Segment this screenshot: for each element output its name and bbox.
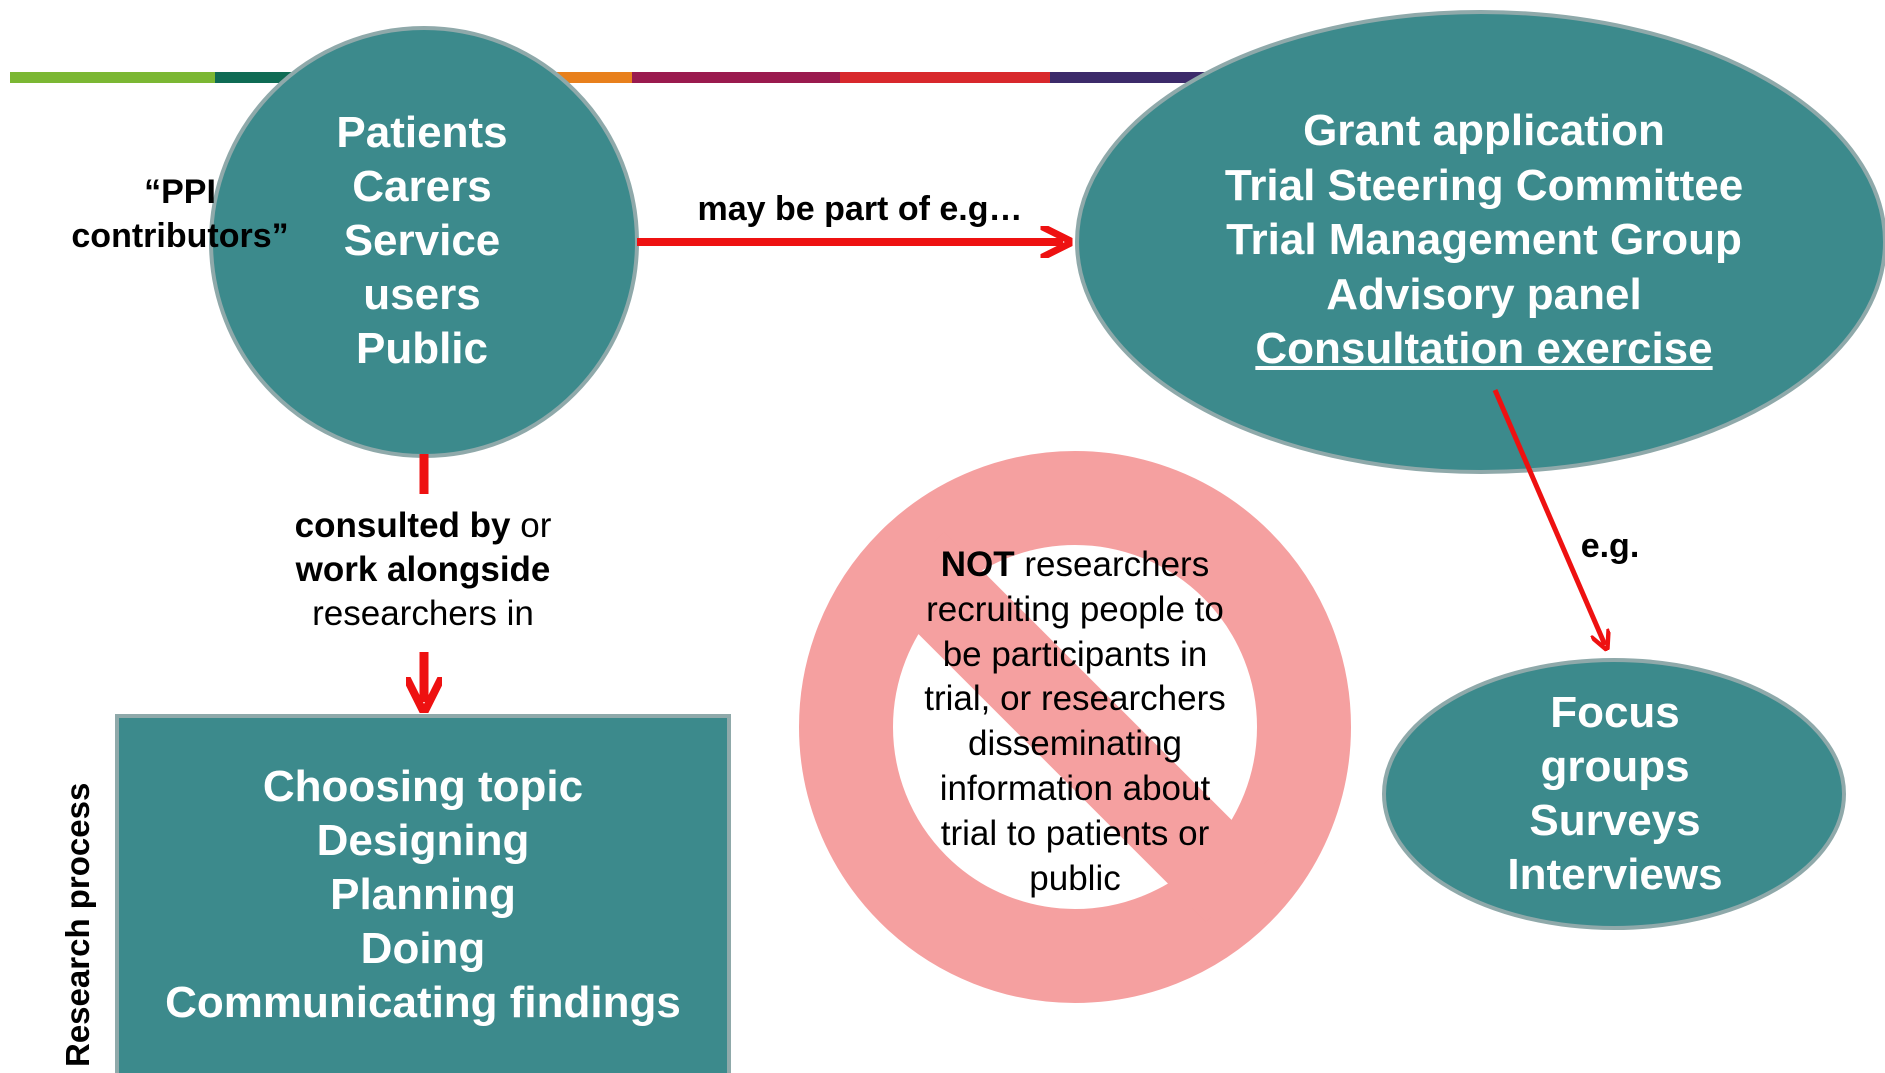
groups-node-line: Trial Management Group (1226, 215, 1742, 264)
process-box-shape (115, 714, 731, 1073)
stripe-segment-orange (550, 72, 632, 83)
or-text: or (510, 506, 552, 545)
methods-node: Focus groups Surveys Interviews (1380, 686, 1850, 902)
not-word: NOT (940, 545, 1015, 584)
research-process-label: Research process (59, 782, 96, 1067)
methods-node-shape (1382, 658, 1846, 930)
groups-node-line: Trial Steering Committee (1224, 160, 1744, 210)
not-sign-line: trial, or researchers (924, 679, 1226, 719)
patients-node-line: users (363, 270, 481, 319)
methods-node-line: groups (1540, 742, 1690, 791)
not-sign-line: information about (939, 768, 1211, 808)
color-stripe (10, 72, 1210, 83)
methods-node-line: Focus (1550, 688, 1680, 737)
methods-node-line: Interviews (1507, 850, 1723, 899)
groups-node-line: Grant application (1303, 106, 1665, 155)
patients-node-line: Patients (336, 108, 508, 157)
not-sign-line: public (1029, 858, 1121, 898)
not-sign-line: be participants in (942, 634, 1208, 674)
groups-node: Grant application Trial Steering Committ… (1074, 104, 1885, 377)
process-step-line: Doing (360, 924, 486, 973)
ppi-label-line: contributors” (71, 217, 289, 255)
no-sign-slash (880, 532, 1270, 922)
process-step-line: Designing (316, 816, 530, 865)
research-process-box: Choosing topic Designing Planning Doing … (116, 760, 730, 1030)
not-sign-line: disseminating (968, 724, 1182, 764)
methods-node-line: Surveys (1529, 796, 1701, 845)
process-step-line: Planning (330, 870, 516, 919)
not-sign-line-rest: researchers (1014, 545, 1210, 584)
no-sign-icon (799, 451, 1351, 1003)
stripe-segment-green (10, 72, 215, 83)
arrow-eg (1492, 389, 1605, 645)
not-sign-line: NOT researchers (880, 543, 1270, 588)
groups-node-shape (1075, 10, 1885, 474)
not-sign-line: trial to patients or (940, 813, 1210, 853)
ppi-contributors-label: “PPI contributors” (50, 170, 310, 258)
researchers-in-text: researchers in (312, 594, 534, 633)
consultation-exercise-line: Consultation exercise (1255, 324, 1713, 373)
groups-node-line: Advisory panel (1326, 269, 1642, 319)
process-step-line: Communicating findings (165, 978, 681, 1027)
patients-node-line: Carers (352, 162, 492, 211)
work-alongside-text: work alongside (295, 550, 551, 589)
patients-node-line: Public (355, 324, 489, 373)
stripe-segment-indigo (1050, 72, 1210, 83)
not-sign-text: NOT researchers recruiting people to be … (880, 543, 1270, 901)
stripe-segment-red (840, 72, 1050, 83)
eg-label: e.g. (1580, 527, 1640, 565)
may-be-part-of-label: may be part of e.g… (697, 190, 1023, 228)
no-sign-ring (799, 451, 1351, 1003)
patients-node: Patients Carers Service users Public (212, 106, 632, 376)
consulted-label-line: consulted by or (243, 504, 603, 548)
consulted-by-label: consulted by or work alongside researche… (243, 504, 603, 636)
not-sign-line: recruiting people to (926, 589, 1224, 629)
ppi-label-line: “PPI (144, 173, 216, 211)
process-step-line: Choosing topic (262, 762, 584, 811)
patients-node-line: Service (343, 216, 501, 265)
stripe-segment-plum (632, 72, 840, 83)
consulted-by-text: consulted by (294, 506, 511, 545)
